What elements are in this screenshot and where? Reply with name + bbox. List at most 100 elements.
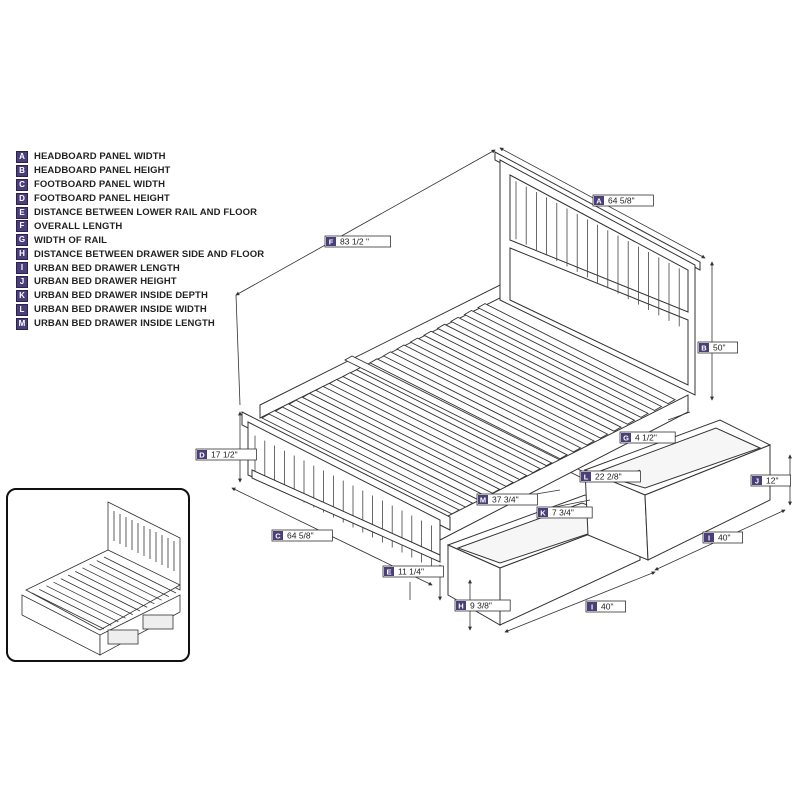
dimension-letter: F — [329, 238, 334, 247]
support-slat — [409, 337, 609, 439]
dimension-value: 11 1/4" — [398, 567, 424, 577]
dimension-value: 9 3/8" — [470, 601, 492, 611]
legend-item: H DISTANCE BETWEEN DRAWER SIDE AND FLOOR — [16, 247, 264, 261]
dimension-m-label: M 37 3/4" — [476, 493, 538, 506]
bed-thumbnail — [6, 488, 190, 662]
legend-letter-badge: L — [16, 303, 28, 316]
legend-item: F OVERALL LENGTH — [16, 219, 264, 233]
legend-label: HEADBOARD PANEL WIDTH — [34, 151, 166, 163]
legend-letter-badge: B — [16, 164, 28, 177]
legend-label: DISTANCE BETWEEN DRAWER SIDE AND FLOOR — [34, 248, 265, 260]
dimension-value: 22 2/8" — [595, 472, 622, 482]
legend-item: K URBAN BED DRAWER INSIDE DEPTH — [16, 289, 264, 303]
dimension-letter-badge — [273, 531, 283, 540]
dimension-letter: C — [275, 532, 281, 541]
dimension-letter-badge — [581, 472, 591, 481]
dimension-letter: H — [458, 602, 463, 611]
legend-label: URBAN BED DRAWER INSIDE LENGTH — [34, 318, 215, 330]
dimension-value: 12" — [766, 476, 778, 486]
dimension-letter: M — [480, 496, 486, 505]
legend-label: URBAN BED DRAWER INSIDE WIDTH — [34, 304, 207, 316]
dimension-letter-badge — [621, 433, 631, 442]
legend-letter-badge: E — [16, 206, 28, 219]
legend-item: G WIDTH OF RAIL — [16, 233, 264, 247]
dimension-letter: J — [755, 477, 759, 486]
support-slat — [396, 344, 595, 446]
dimension-value: 50" — [713, 343, 725, 353]
legend-letter-badge: G — [16, 234, 28, 247]
dimension-d-label: D 17 1/2" — [195, 448, 257, 461]
dimension-value: 37 3/4" — [492, 495, 519, 505]
dimension-f-label: F 83 1/2 " — [324, 235, 391, 248]
bed-frame — [241, 151, 701, 568]
dimension-value: 4 1/2" — [635, 433, 657, 443]
dimension-value: 7 3/4" — [552, 508, 574, 518]
legend-item: B HEADBOARD PANEL HEIGHT — [16, 164, 264, 178]
dimension-letter: I — [591, 603, 593, 612]
legend-item: J URBAN BED DRAWER HEIGHT — [16, 275, 264, 289]
legend-letter-badge: H — [16, 248, 28, 261]
dimension-letter: K — [540, 509, 546, 518]
dimension-letter: D — [199, 451, 205, 460]
dimension-letter-badge — [197, 450, 207, 459]
legend-letter-badge: C — [16, 178, 28, 191]
dimension-letter-badge — [704, 533, 714, 542]
dimension-letter: E — [386, 568, 391, 577]
legend-letter-badge: J — [16, 275, 28, 288]
legend-item: C FOOTBOARD PANEL WIDTH — [16, 178, 264, 192]
dimension-letter-badge — [478, 495, 488, 504]
dimension-letter: B — [701, 344, 707, 353]
dimension-letter-badge — [538, 508, 548, 517]
dimension-h-label: H 9 3/8" — [454, 599, 511, 612]
legend-label: URBAN BED DRAWER INSIDE DEPTH — [34, 290, 208, 302]
dimension-letter: G — [623, 434, 629, 443]
support-slat — [301, 392, 501, 494]
dimension-letter-badge — [384, 567, 394, 576]
support-slat — [369, 358, 568, 460]
dimension-c-label: C 64 5/8" — [271, 529, 333, 542]
dimension-letter-badge — [456, 601, 466, 610]
legend-label: WIDTH OF RAIL — [34, 234, 108, 246]
support-slat — [436, 323, 636, 425]
support-slat — [477, 303, 676, 405]
dimension-value: 40" — [601, 602, 613, 612]
dimension-value: 64 5/8" — [287, 531, 314, 541]
legend-label: FOOTBOARD PANEL HEIGHT — [34, 193, 170, 205]
dimension-k-label: K 7 3/4" — [536, 506, 593, 519]
legend-item: L URBAN BED DRAWER INSIDE WIDTH — [16, 303, 264, 317]
legend-label: HEADBOARD PANEL HEIGHT — [34, 165, 171, 177]
legend-label: FOOTBOARD PANEL WIDTH — [34, 179, 166, 191]
dimension-letter-badge — [326, 237, 336, 246]
dimension-e-label: E 11 1/4" — [382, 565, 444, 578]
dimension-value: 83 1/2 " — [340, 237, 369, 247]
dimension-letter: A — [596, 197, 602, 206]
dimension-letter: I — [708, 534, 710, 543]
support-slat — [328, 378, 528, 481]
legend-letter-badge: K — [16, 289, 28, 302]
support-slat — [342, 372, 541, 474]
dimension-g-label: G 4 1/2" — [619, 431, 676, 444]
support-slat — [382, 351, 582, 453]
support-slats — [261, 303, 676, 515]
dimension-b-label: B 50" — [697, 341, 738, 354]
dimension-letter-badge — [752, 476, 762, 485]
legend-label: URBAN BED DRAWER HEIGHT — [34, 276, 177, 288]
support-slat — [315, 385, 514, 487]
legend-letter-badge: F — [16, 220, 28, 233]
dimension-letter-badge — [699, 343, 709, 352]
legend-label: OVERALL LENGTH — [34, 220, 123, 232]
dimension-value: 17 1/2" — [211, 450, 238, 460]
support-slat — [450, 316, 649, 418]
thumbnail-illustration — [21, 501, 181, 656]
